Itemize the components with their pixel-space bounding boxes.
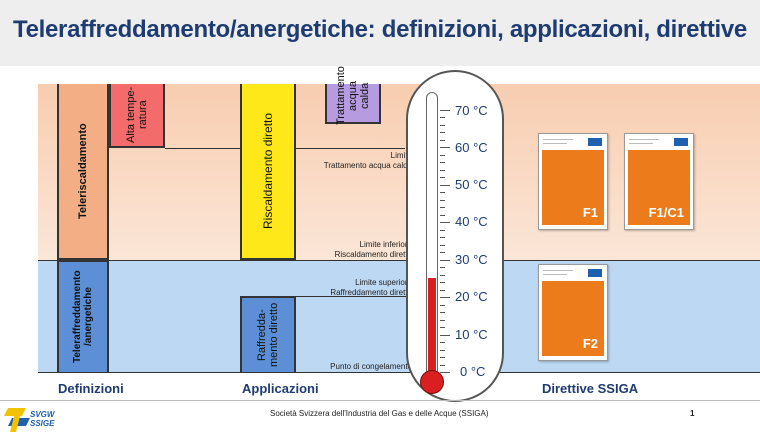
doc-code: F1/C1	[648, 205, 684, 220]
temp-label-70: 70 °C	[455, 103, 488, 118]
thermometer-tick	[440, 350, 445, 351]
thermometer-bulb	[420, 370, 444, 394]
heating-lower-limit-line	[38, 260, 760, 261]
thermometer-tick	[440, 305, 445, 306]
thermometer-tick	[440, 267, 445, 268]
hot-water-limit-line2: Trattamento acqua calda	[323, 161, 412, 170]
thermometer-mercury	[428, 278, 436, 375]
directive-doc-f1[interactable]: F1	[538, 133, 608, 230]
thermometer-tick	[440, 237, 445, 238]
hot-water-bar	[325, 84, 381, 124]
cooling-upper-limit-line1: Limite superiore	[355, 278, 412, 287]
direct-cooling-bar: Raffredda-mento diretto	[240, 296, 296, 372]
direct-heating-bar: Riscaldamento diretto	[240, 84, 296, 260]
logo-text-svgw: SVGW	[30, 410, 55, 419]
teleriscaldamento-bar: Teleriscaldamento	[57, 84, 109, 260]
thermometer-tick	[440, 372, 450, 373]
svgw-logo-icon	[4, 408, 30, 432]
temp-label-60: 60 °C	[455, 140, 488, 155]
thermometer-tick	[440, 327, 445, 328]
doc-cover: F2	[542, 281, 604, 356]
thermometer-tick	[440, 222, 450, 223]
direct-cooling-label: Raffredda-mento diretto	[256, 302, 280, 368]
heating-lower-limit-line1: Limite inferiore	[359, 240, 412, 249]
thermometer-tick	[440, 200, 445, 201]
thermometer-tick	[440, 335, 450, 336]
thermometer-tick	[440, 357, 445, 358]
directive-doc-f2[interactable]: F2	[538, 264, 608, 361]
cooling-upper-limit-label: Limite superiore Raffreddamento diretto	[270, 278, 412, 298]
thermometer-tick	[440, 245, 445, 246]
thermometer-tick	[440, 260, 450, 261]
temp-label-30: 30 °C	[455, 252, 488, 267]
thermometer-tick	[440, 162, 445, 163]
freezing-point-line	[38, 372, 760, 373]
thermometer-tick	[440, 275, 445, 276]
direct-heating-label: Riscaldamento diretto	[261, 112, 275, 230]
title-bar: Teleraffreddamento/anergetiche: definizi…	[0, 0, 760, 66]
hot-water-label: Trattamento acqua calda	[335, 66, 371, 126]
thermometer-tick	[440, 155, 445, 156]
doc-code: F2	[582, 336, 598, 351]
svgw-logo: SVGW SSIGE	[4, 404, 60, 436]
logo-text-ssige: SSIGE	[30, 419, 55, 428]
thermometer	[406, 70, 504, 402]
thermometer-tick	[440, 252, 445, 253]
thermometer-tick	[440, 230, 445, 231]
thermometer-tick	[440, 282, 445, 283]
thermometer-tick	[440, 312, 445, 313]
slide-title: Teleraffreddamento/anergetiche: definizi…	[13, 16, 747, 43]
doc-cover: F1/C1	[628, 150, 690, 225]
freezing-point-text: Punto di congelamento	[330, 362, 412, 371]
temp-label-0: 0 °C	[460, 364, 486, 379]
temp-label-50: 50 °C	[455, 177, 488, 192]
high-temp-label: Alta tempe-ratura	[125, 86, 149, 144]
thermometer-tick	[440, 140, 445, 141]
freezing-point-label: Punto di congelamento	[270, 362, 412, 372]
thermometer-tick	[440, 110, 450, 111]
teleriscaldamento-label: Teleriscaldamento	[77, 123, 89, 219]
thermometer-tick	[440, 365, 445, 366]
teleraffreddamento-label: Teleraffreddamento /anergetiche	[72, 270, 94, 364]
thermometer-tick	[440, 132, 445, 133]
column-label-directives: Direttive SSIGA	[542, 381, 639, 396]
thermometer-tick	[440, 320, 445, 321]
doc-code: F1	[582, 205, 598, 220]
thermometer-tick	[440, 207, 445, 208]
column-label-applications: Applicazioni	[242, 381, 319, 396]
cooling-upper-limit-line	[240, 296, 406, 297]
thermometer-tick	[440, 117, 445, 118]
teleraffreddamento-bar: Teleraffreddamento /anergetiche	[57, 260, 109, 372]
cooling-zone	[38, 260, 760, 373]
cooling-upper-limit-line2: Raffreddamento diretto	[330, 288, 412, 297]
footer-divider	[0, 400, 760, 401]
hot-water-limit-line1: Limite	[390, 151, 412, 160]
thermometer-tick	[440, 177, 445, 178]
doc-cover: F1	[542, 150, 604, 225]
hot-water-limit-label: Limite Trattamento acqua calda	[270, 151, 412, 171]
thermometer-tick	[440, 297, 450, 298]
directive-doc-f1-c1[interactable]: F1/C1	[624, 133, 694, 230]
column-label-definitions: Definizioni	[58, 381, 124, 396]
thermometer-tick	[440, 342, 445, 343]
thermometer-tick	[440, 290, 445, 291]
doc-logo-icon	[588, 138, 602, 146]
doc-logo-icon	[588, 269, 602, 277]
thermometer-tick	[440, 185, 450, 186]
heating-lower-limit-line2: Riscaldamento diretto	[334, 250, 412, 259]
doc-logo-icon	[674, 138, 688, 146]
heating-lower-limit-label: Limite inferiore Riscaldamento diretto	[270, 240, 412, 260]
thermometer-tick	[440, 125, 445, 126]
thermometer-tick	[440, 192, 445, 193]
footer-organization: Società Svizzera dell'Industria del Gas …	[270, 409, 489, 418]
thermometer-tick	[440, 147, 450, 148]
temp-label-20: 20 °C	[455, 289, 488, 304]
temp-label-10: 10 °C	[455, 327, 488, 342]
thermometer-tick	[440, 170, 445, 171]
thermometer-tick	[440, 215, 445, 216]
page-number: 1	[690, 409, 695, 418]
temp-label-40: 40 °C	[455, 214, 488, 229]
high-temp-bar: Alta tempe-ratura	[109, 84, 165, 148]
